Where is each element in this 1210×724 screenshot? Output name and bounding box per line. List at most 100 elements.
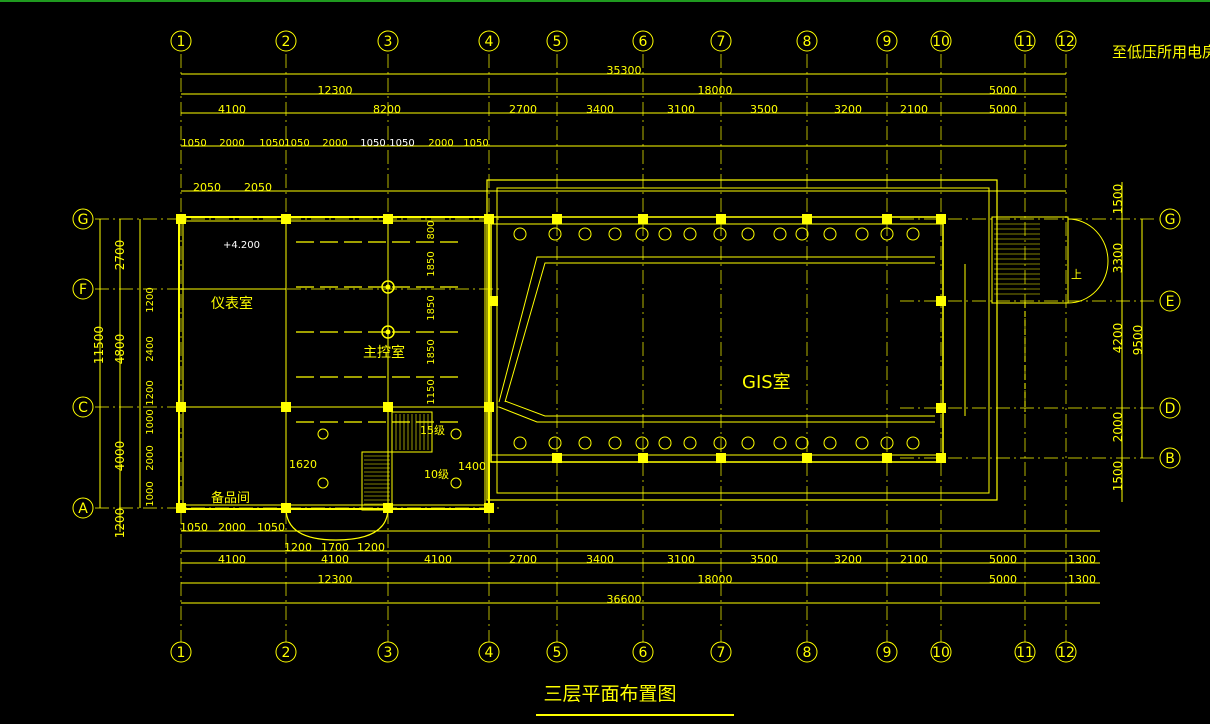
stair-landing-curve: [1067, 218, 1109, 304]
gis-equipment: [608, 227, 622, 241]
axis-bubble-row-right-E: [1159, 290, 1181, 312]
dim-left-inner-0: 1200: [145, 287, 156, 312]
step-10-label: 10级: [424, 468, 449, 481]
dim-bot-l1b-1: 2000: [218, 521, 246, 534]
gis-equipment: [823, 436, 837, 450]
dim-bot-l3-9: 5000: [989, 553, 1017, 566]
axis-label-row-G: G: [78, 212, 89, 228]
dim-top-l5-1: 2050: [244, 181, 272, 194]
structural-column: [882, 214, 892, 224]
axis-bubble-9: [876, 641, 898, 663]
dim-top-total: 35300: [607, 64, 642, 77]
axis-label-row-C: C: [78, 400, 88, 416]
axis-bubble-4: [478, 30, 500, 52]
axis-bubble-11: [1014, 30, 1036, 52]
drawing-title: 三层平面布置图: [543, 683, 676, 705]
structural-column: [484, 503, 494, 513]
structural-column: [936, 214, 946, 224]
axis-label-col-4: 4: [485, 34, 494, 50]
structural-column: [936, 403, 946, 413]
axis-label-col-6: 6: [639, 34, 648, 50]
dim-bot-l3-6: 3500: [750, 553, 778, 566]
axis-label-col-7: 7: [717, 34, 726, 50]
structural-column: [882, 453, 892, 463]
dim-inner-v-3: 1850: [426, 339, 437, 364]
axis-bubble-11: [1014, 641, 1036, 663]
axis-label-col-1: 1: [177, 34, 186, 50]
dim-bot-total: 36600: [607, 593, 642, 606]
axis-bubble-7: [710, 641, 732, 663]
axis-label-col-10: 10: [932, 34, 950, 50]
dim-top-l3-6: 3200: [834, 103, 862, 116]
elevation-mark: +4.200: [223, 240, 260, 251]
room-spare: 备品间: [211, 490, 250, 506]
gis-equipment: [513, 436, 527, 450]
stair-dim-a: 1620: [289, 458, 317, 471]
room-gis: GIS室: [742, 372, 791, 393]
dim-bot-l4-2: 5000: [989, 573, 1017, 586]
axis-bubble-6: [632, 30, 654, 52]
gis-equipment: [578, 436, 592, 450]
axis-bubble-10: [930, 30, 952, 52]
cable-trench: [504, 400, 935, 417]
axis-bubble-row-right-G: [1159, 208, 1181, 230]
dim-bot-l4-1: 18000: [698, 573, 733, 586]
gis-equipment: [608, 436, 622, 450]
structural-column: [716, 453, 726, 463]
dim-inner-v-0: 800: [426, 220, 437, 239]
axis-label-col-11: 11: [1016, 645, 1034, 661]
wall-fixture: [450, 477, 462, 489]
dim-bot-l3-0: 4100: [218, 553, 246, 566]
center-stair: [361, 451, 393, 511]
axis-bubble-12: [1055, 30, 1077, 52]
gis-hall-outer: [486, 179, 998, 501]
axis-bubble-row-G: [72, 208, 94, 230]
ceiling-light-dot: [385, 329, 391, 335]
axis-bubble-8: [796, 641, 818, 663]
dim-bot-l3-1: 4100: [321, 553, 349, 566]
axis-label-row-right-G: G: [1165, 212, 1176, 228]
room-instrument: 仪表室: [211, 295, 253, 312]
axis-label-col-4: 4: [485, 645, 494, 661]
axis-label-col-7: 7: [717, 645, 726, 661]
axis-label-col-3: 3: [384, 34, 393, 50]
ceiling-light-dot: [385, 284, 391, 290]
dim-top-l3-5: 3500: [750, 103, 778, 116]
axis-bubble-5: [546, 641, 568, 663]
dim-left-mid-2: 4000: [113, 441, 127, 472]
gis-equipment: [548, 436, 562, 450]
dim-right-inner-4: 1500: [1111, 461, 1125, 492]
axis-label-col-9: 9: [883, 645, 892, 661]
gis-equipment: [713, 227, 727, 241]
structural-column: [638, 214, 648, 224]
axis-bubble-row-F: [72, 278, 94, 300]
structural-column: [383, 503, 393, 513]
wall-fixture: [317, 428, 329, 440]
cable-trench: [498, 256, 935, 403]
axis-bubble-1: [170, 30, 192, 52]
gis-equipment: [578, 227, 592, 241]
control-block-inner: [182, 220, 486, 506]
wall-fixture: [450, 428, 462, 440]
gis-equipment: [658, 227, 672, 241]
axis-bubble-row-C: [72, 396, 94, 418]
dim-bot-l3-10: 1300: [1068, 553, 1096, 566]
dim-bot-l1b-2: 1050: [257, 521, 285, 534]
ceiling-light: [381, 280, 395, 294]
gis-equipment: [741, 436, 755, 450]
dim-top-l3-4: 3100: [667, 103, 695, 116]
axis-label-col-11: 11: [1016, 34, 1034, 50]
dim-top-l2-c: 5000: [989, 84, 1017, 97]
dim-top-l2-b: 18000: [698, 84, 733, 97]
structural-column: [383, 214, 393, 224]
axis-bubble-6: [632, 641, 654, 663]
dim-top-l4-6: 1050: [389, 138, 414, 149]
dim-inner-v-1: 1850: [426, 251, 437, 276]
axis-bubble-row-right-D: [1159, 397, 1181, 419]
dim-bot-l4-3: 1300: [1068, 573, 1096, 586]
axis-label-col-6: 6: [639, 645, 648, 661]
structural-column: [552, 453, 562, 463]
dim-top-l4-5: 1050: [360, 138, 385, 149]
gis-equipment: [713, 436, 727, 450]
